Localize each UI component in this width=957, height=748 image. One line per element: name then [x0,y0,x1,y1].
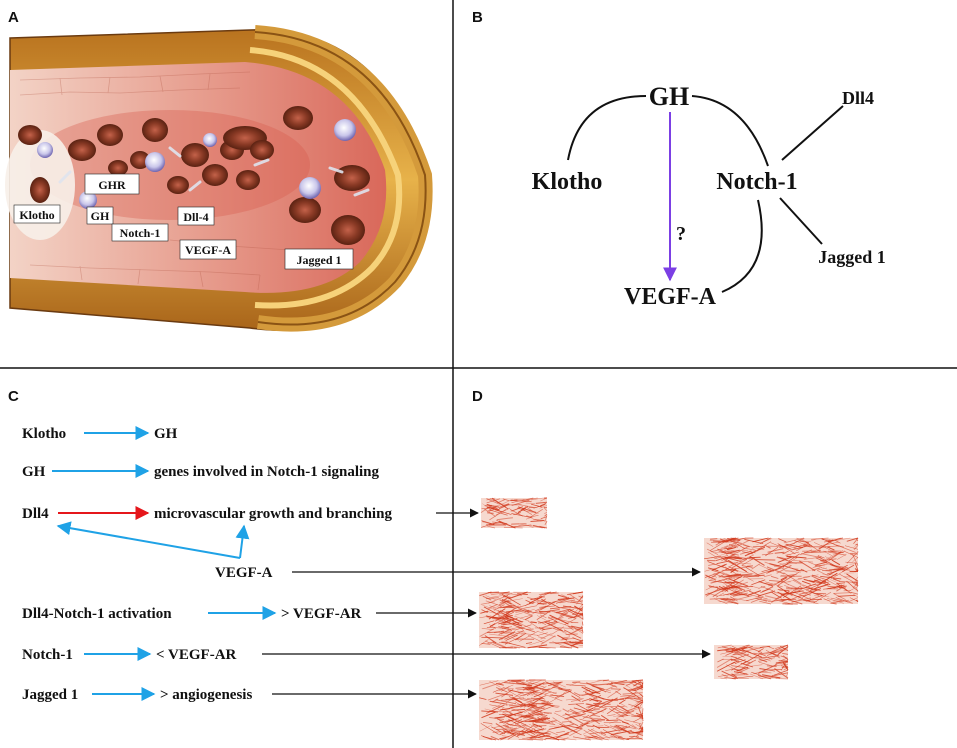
network-diagram: GH Klotho Notch-1 Dll4 Jagged 1 VEGF-A ? [532,82,886,310]
row7-from: Jagged 1 [22,687,78,703]
edge-gh-notch1 [691,95,769,167]
edge-notch1-dll4 [781,105,844,161]
vascular-images [479,497,859,741]
vascular-network-image-4 [714,644,789,680]
node-dll4: Dll4 [842,88,874,108]
vessel-label-notch1-box: Notch-1 [111,223,169,242]
row3-to: microvascular growth and branching [154,506,392,522]
row2-from: GH [22,464,46,480]
vessel-label-notch1: Notch-1 [120,226,161,240]
vessel-label-vegfa: VEGF-A [185,243,231,257]
vessel-label-vegfa-box: VEGF-A [179,239,237,260]
edge-notch1-vegfa [721,199,763,293]
white-blood-cells [37,119,356,209]
vascular-network-image-5 [479,679,644,741]
vascular-network-image-3 [479,591,584,649]
vessel-label-gh-box: GH [86,206,114,225]
row5-from: Dll4-Notch-1 activation [22,606,172,622]
row7-to: > angiogenesis [160,687,252,703]
vessel-label-gh: GH [91,209,110,223]
vessel-label-jagged1-box: Jagged 1 [284,248,354,270]
vessel-label-klotho-box: Klotho [13,204,61,224]
row1-to: GH [154,426,178,442]
node-klotho: Klotho [532,169,603,195]
row5-to: > VEGF-AR [281,606,362,622]
row4-source: VEGF-A [215,565,273,581]
vegfa-to-dll4-arrow [56,521,241,559]
vascular-network-image-2 [704,537,859,605]
vessel-label-jagged1: Jagged 1 [297,253,342,267]
node-notch1: Notch-1 [716,169,797,195]
node-vegfa: VEGF-A [624,284,717,310]
pathway-list: Klotho GH GH genes involved in Notch-1 s… [22,426,711,703]
vessel-label-dll4: Dll-4 [183,210,208,224]
row6-from: Notch-1 [22,647,73,663]
vascular-network-image-1 [480,497,548,529]
node-gh: GH [649,82,689,111]
vessel-label-klotho: Klotho [19,208,54,222]
red-blood-cells [18,106,370,245]
row3-from: Dll4 [22,506,49,522]
panel-label-c: C [8,388,19,405]
edge-notch1-jagged1 [779,197,823,245]
vessel-illustration: GHR Klotho GH Notch-1 Dll-4 VEGF-A Jagge… [5,25,433,332]
row2-to: genes involved in Notch-1 signaling [154,464,380,480]
node-jagged1: Jagged 1 [818,247,886,267]
vessel-label-ghr: GHR [98,178,126,192]
panel-label-a: A [8,9,19,26]
panel-label-b: B [472,9,483,26]
vegfa-to-growth-arrow [235,524,250,559]
vessel-label-ghr-box: GHR [84,173,140,195]
row6-to: < VEGF-AR [156,647,237,663]
row1-from: Klotho [22,426,66,442]
vessel-label-dll4-box: Dll-4 [177,206,215,226]
panel-label-d: D [472,388,483,405]
edge-gh-klotho [567,95,647,161]
question-mark: ? [676,223,686,245]
